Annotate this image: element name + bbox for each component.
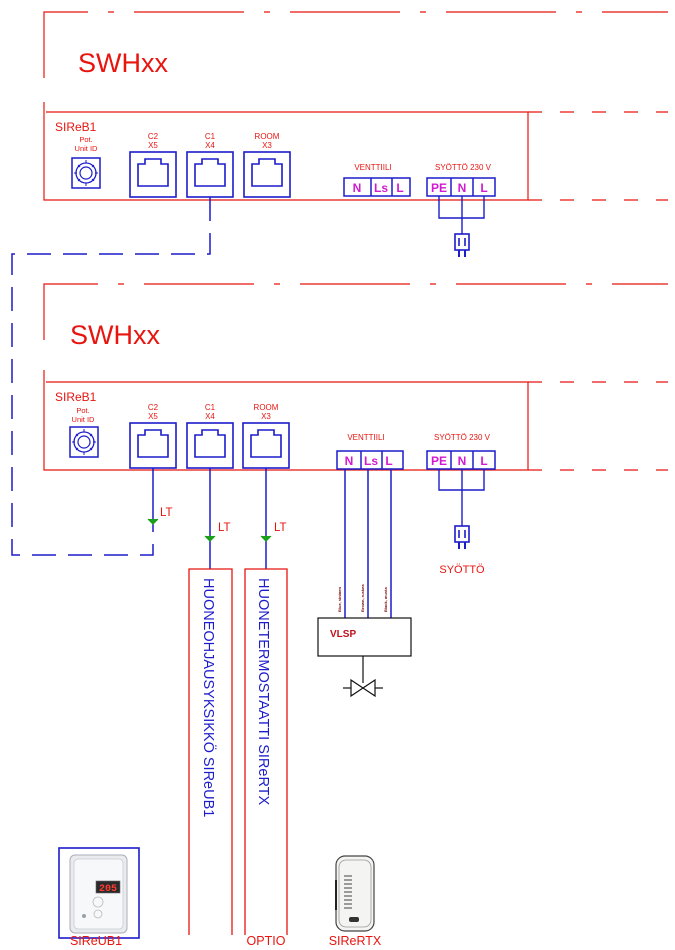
bottom-c1-sub: X4 — [205, 412, 215, 421]
bottom-valve-terminal-n: N — [345, 454, 354, 468]
top-unit-id-label: Unit ID — [75, 144, 99, 153]
bottom-socket-cables: LT LT LT — [147, 468, 287, 569]
top-potentiometer-icon — [71, 157, 101, 189]
lt-label-c1: LT — [218, 522, 231, 534]
bottom-enclosure-outline — [43, 283, 668, 340]
top-c1-socket-icon — [186, 151, 234, 198]
bottom-supply-terminal-pe: PE — [431, 454, 447, 468]
top-board-outline — [43, 102, 529, 201]
top-valve-terminal-ls: Ls — [374, 181, 388, 195]
bottom-room-socket-icon — [242, 422, 290, 469]
bottom-c2-sub: X5 — [148, 412, 158, 421]
bottom-model-title: SWHxx — [70, 320, 160, 350]
bottom-valve-terminal-block: N Ls L — [336, 450, 404, 470]
top-valve-terminal-n: N — [353, 181, 362, 195]
top-room-sub: X3 — [262, 141, 272, 150]
top-valve-terminal-block: N Ls L — [343, 177, 411, 197]
top-c1-sub: X4 — [205, 141, 215, 150]
bottom-supply-terminal-n: N — [458, 454, 467, 468]
top-board-label: SIReB1 — [55, 120, 97, 134]
bottom-supply-terminal-l: L — [480, 454, 487, 468]
top-plug-icon — [454, 233, 470, 257]
option-label: OPTIO — [247, 934, 286, 948]
sirertx-device-image — [335, 855, 375, 932]
top-supply-wires — [438, 196, 485, 234]
bottom-potentiometer-icon — [69, 426, 99, 458]
top-room-socket-icon — [243, 151, 291, 198]
bottom-valve-title: VENTTIILI — [347, 433, 384, 442]
top-supply-terminal-n: N — [458, 181, 467, 195]
top-supply-terminal-l: L — [480, 181, 487, 195]
top-supply-title: SYÖTTÖ 230 V — [435, 163, 492, 172]
top-supply-terminal-block: PE N L — [426, 177, 496, 197]
top-pot-label: Pot. — [79, 135, 92, 144]
sireub1-label: SIReUB1 — [70, 934, 122, 948]
bottom-unit: SWHxx SIReB1 Pot. Unit ID C2 X5 C1 X4 RO… — [43, 283, 668, 576]
top-valve-title: VENTTIILI — [354, 163, 391, 172]
valve-wires: Blue, sininen Brown, ruskea Black, musta — [337, 469, 392, 618]
lt-marker-room — [260, 535, 272, 542]
top-room-label: ROOM — [255, 132, 280, 141]
bottom-c1-label: C1 — [205, 403, 216, 412]
bottom-unit-id-label: Unit ID — [72, 415, 96, 424]
valve-icon — [343, 678, 383, 698]
bottom-c1-socket-icon — [186, 422, 234, 469]
vlsp-actuator: VLSP — [317, 617, 412, 698]
top-c2-socket-icon — [129, 151, 177, 198]
lt-marker-c1 — [204, 535, 216, 542]
valve-wire-label-black: Black, musta — [383, 587, 388, 612]
valve-wire-label-blue: Blue, sininen — [337, 587, 342, 612]
bottom-supply-wires — [438, 469, 485, 526]
top-c2-label: C2 — [148, 132, 159, 141]
top-valve-terminal-l: L — [396, 181, 403, 195]
bottom-supply-terminal-block: PE N L — [426, 450, 496, 470]
top-enclosure-outline — [43, 11, 668, 78]
bottom-supply-plug-label: SYÖTTÖ — [439, 564, 485, 576]
sireub1-display-value: 205 — [99, 884, 117, 895]
lt-marker-c2 — [147, 518, 159, 525]
bottom-board-label: SIReB1 — [55, 390, 97, 404]
sireub1-device-image: 205 — [58, 847, 140, 939]
bottom-pot-label: Pot. — [76, 406, 89, 415]
valve-wire-label-brown: Brown, ruskea — [360, 584, 365, 612]
bottom-plug-icon — [454, 525, 470, 549]
top-supply-terminal-pe: PE — [431, 181, 447, 195]
top-c1-label: C1 — [205, 132, 216, 141]
link-cable-top-c1-to-bottom-c2 — [11, 197, 211, 556]
bottom-c2-socket-icon — [129, 422, 177, 469]
lt-label-c2: LT — [160, 507, 173, 519]
thermostat-box-label: HUONETERMOSTAATTI SIReRTX — [255, 578, 271, 806]
bottom-room-label: ROOM — [254, 403, 279, 412]
bottom-valve-terminal-ls: Ls — [364, 454, 378, 468]
bottom-board-outline — [43, 370, 529, 471]
lt-label-room: LT — [274, 522, 287, 534]
top-model-title: SWHxx — [78, 48, 168, 78]
top-c2-sub: X5 — [148, 141, 158, 150]
control-unit-box: HUONEOHJAUSYKSIKKÖ SIReUB1 — [188, 568, 233, 935]
bottom-room-sub: X3 — [261, 412, 271, 421]
vlsp-label: VLSP — [330, 629, 356, 640]
bottom-valve-terminal-l: L — [385, 454, 392, 468]
bottom-c2-label: C2 — [148, 403, 159, 412]
control-unit-box-label: HUONEOHJAUSYKSIKKÖ SIReUB1 — [200, 578, 218, 817]
thermostat-box: HUONETERMOSTAATTI SIReRTX — [244, 568, 288, 935]
top-unit: SWHxx SIReB1 Pot. Unit ID C2 X5 C1 X4 RO… — [43, 11, 668, 257]
sirertx-label: SIReRTX — [329, 934, 382, 948]
bottom-supply-title: SYÖTTÖ 230 V — [434, 433, 491, 442]
